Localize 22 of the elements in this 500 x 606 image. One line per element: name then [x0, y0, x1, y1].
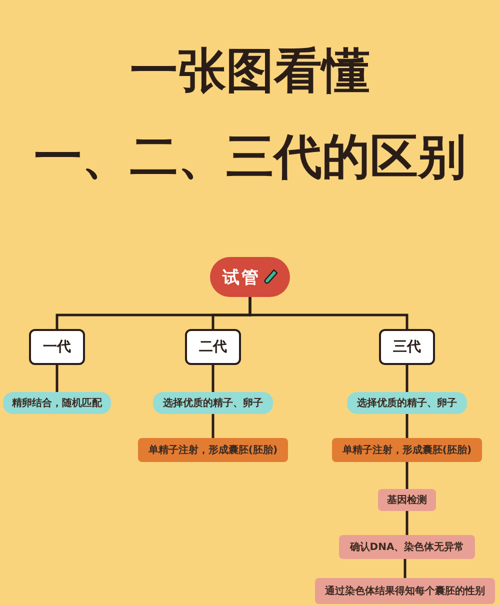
connector-line: [56, 365, 58, 392]
connector-line: [212, 365, 214, 392]
connector-line: [404, 559, 406, 578]
connector-line: [406, 365, 408, 392]
step-box: 基因检测: [378, 489, 436, 511]
step-label: 选择优质的精子、卵子: [153, 392, 273, 414]
generation-box: 二代: [185, 329, 241, 365]
step-box: 单精子注射，形成囊胚(胚胎): [138, 438, 288, 462]
step-box: 通过染色体结果得知每个囊胚的性别: [315, 578, 495, 604]
step-label: 选择优质的精子、卵子: [347, 392, 467, 414]
step-box: 确认DNA、染色体无异常: [339, 535, 475, 559]
connector-line: [248, 297, 408, 329]
connector-line: [406, 414, 408, 438]
step-label: 精卵结合，随机匹配: [3, 392, 111, 414]
generation-box: 三代: [379, 329, 435, 365]
connector-line: [406, 511, 408, 535]
generation-box: 一代: [29, 329, 85, 365]
step-box: 单精子注射，形成囊胚(胚胎): [332, 438, 482, 462]
title: 一张图看懂一、二、三代的区别: [33, 42, 467, 187]
connector-line: [212, 414, 214, 438]
connector-line: [406, 462, 408, 489]
title-pill: 试管: [210, 257, 290, 297]
